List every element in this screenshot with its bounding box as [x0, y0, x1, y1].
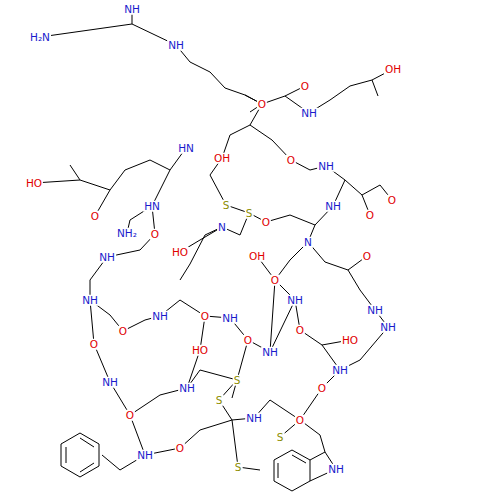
atom-label: NH [286, 295, 304, 306]
atom-label: H₂N [29, 32, 51, 43]
atom-label: S [215, 395, 224, 406]
atom-label: O [257, 99, 267, 110]
atom-label: O [300, 81, 310, 92]
atom-label: NH [317, 161, 335, 172]
atom-label: O [362, 251, 372, 262]
atom-label: OH [248, 251, 266, 262]
atom-label: HO [191, 345, 209, 356]
atom-label: NH [300, 108, 318, 119]
atom-label: NH [324, 201, 342, 212]
atom-label: O [125, 410, 135, 421]
atom-label: S [276, 432, 285, 443]
atom-label: S [245, 208, 254, 219]
atom-label: O [295, 325, 305, 336]
atom-label: OH [384, 64, 402, 75]
atom-label: O [317, 383, 327, 394]
atom-label: HN [143, 201, 161, 212]
atom-label: NH [98, 252, 116, 263]
atom-label: NH [331, 365, 349, 376]
atom-label: O [270, 275, 280, 286]
atom-label: NH [123, 4, 141, 15]
atom-label: NH [81, 295, 99, 306]
atom-label: O [89, 339, 99, 350]
atom-label: O [387, 195, 397, 206]
atom-label: NH [167, 40, 185, 51]
atom-label: S [233, 375, 242, 386]
atom-label: OH [213, 153, 231, 164]
atom-label: NH [379, 322, 397, 333]
atom-label: NH [221, 313, 239, 324]
atom-label: O [286, 155, 296, 166]
atom-label: O [200, 311, 210, 322]
atom-label: NH [101, 377, 119, 388]
atom-label: HO [341, 335, 359, 346]
atom-label: NH [245, 413, 263, 424]
indole-ring [274, 420, 336, 491]
atom-label: NH [178, 383, 196, 394]
atom-label: S [234, 462, 243, 473]
atom-label: HN [177, 143, 195, 154]
atom-label: N [303, 237, 313, 248]
atom-label: O [243, 335, 253, 346]
atom-label: NH [136, 450, 154, 461]
atom-label: NH [366, 305, 384, 316]
atom-label: O [90, 211, 100, 222]
bond-lines [34, 9, 393, 470]
atom-label: O [365, 210, 375, 221]
atom-label: NH [327, 464, 345, 475]
atom-label: HO [25, 178, 43, 189]
atom-label: S [222, 200, 231, 211]
atom-label: N [217, 222, 227, 233]
phenyl-ring [61, 433, 99, 477]
atom-label: NH [261, 347, 279, 358]
atom-label: NH [151, 311, 169, 322]
atom-label: HO [171, 247, 189, 258]
atom-label: O [118, 326, 128, 337]
atom-label: NH₂ [116, 228, 138, 239]
atom-label: O [295, 415, 305, 426]
atom-label: O [175, 443, 185, 454]
atom-label: O [261, 217, 271, 228]
atom-label: O [150, 229, 160, 240]
